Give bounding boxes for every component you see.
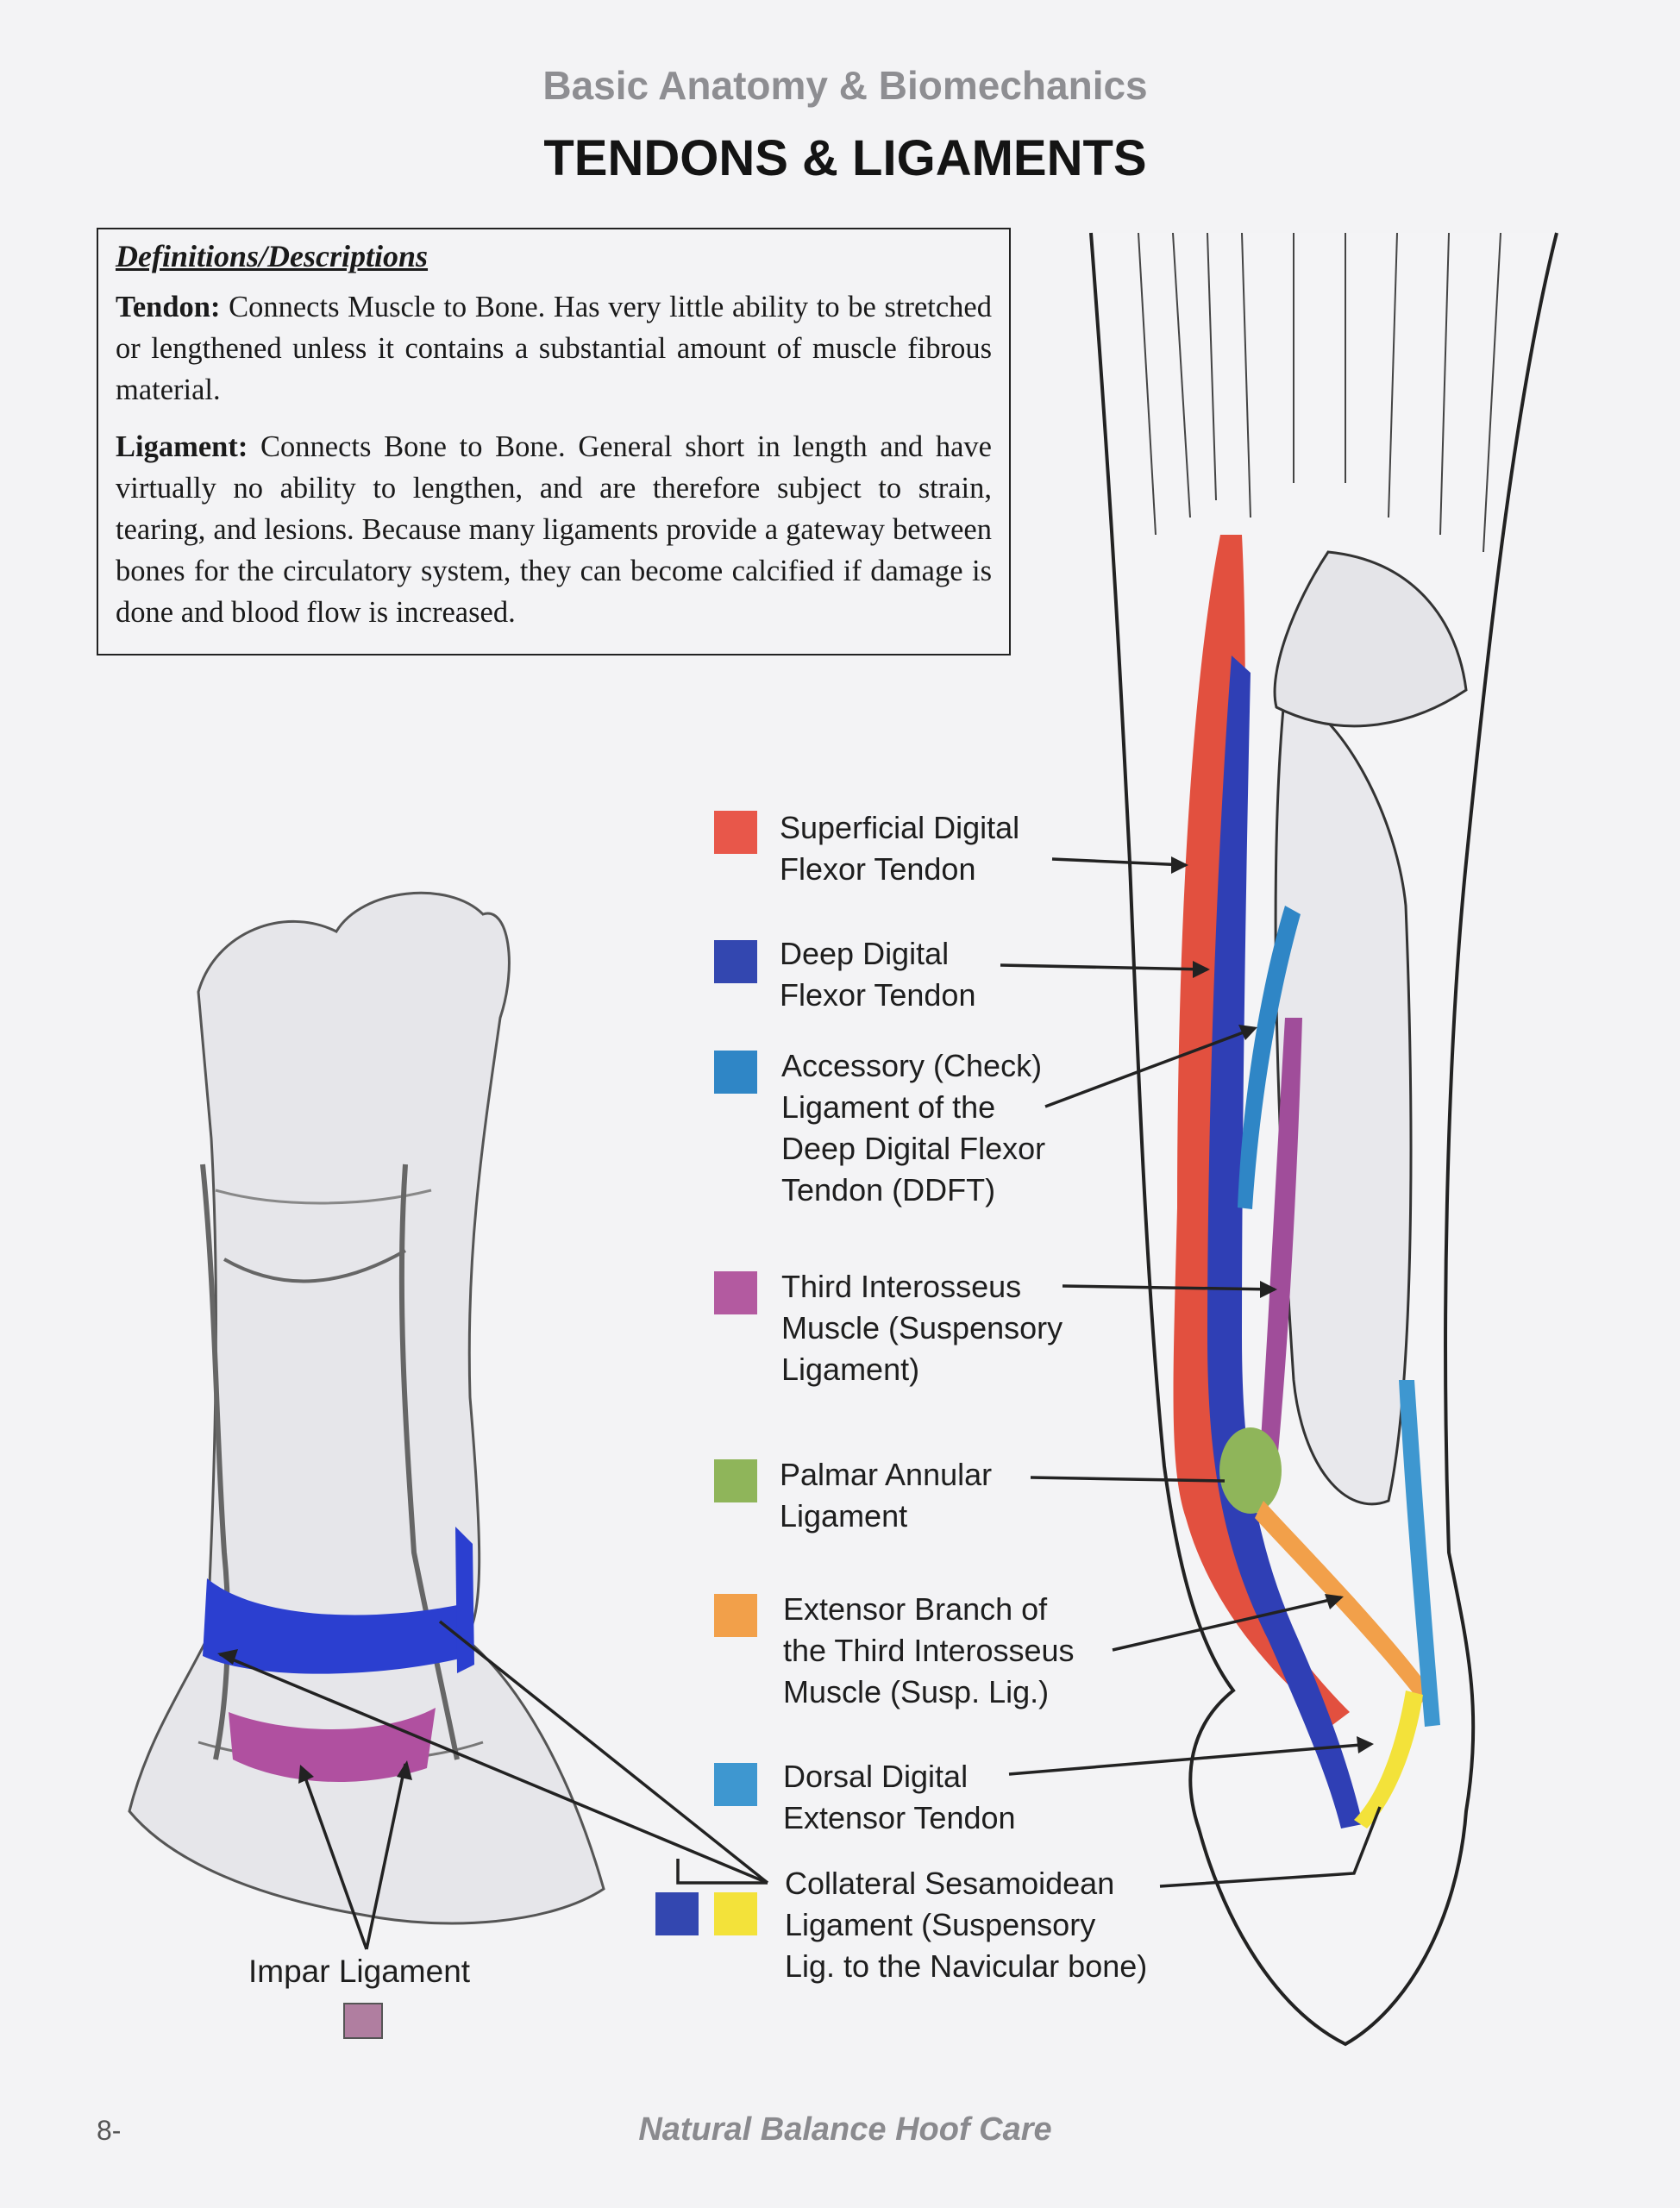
hoof-bone-illustration: [128, 891, 605, 1925]
legend-swatch-extensor-branch: [714, 1594, 757, 1637]
tendon-term: Tendon:: [116, 291, 221, 323]
legend-swatch-deep-flexor: [714, 940, 757, 983]
legend-label-suspensory: Third Interosseus Muscle (Suspensory Lig…: [781, 1269, 1063, 1387]
legend-label-superficial-flexor: Superficial Digital Flexor Tendon: [780, 810, 1020, 887]
legend-label-dorsal-extensor: Dorsal Digital Extensor Tendon: [783, 1759, 1016, 1835]
tendon-text: Connects Muscle to Bone. Has very little…: [116, 291, 992, 406]
page-title: TENDONS & LIGAMENTS: [543, 130, 1147, 186]
legend-label-palmar-annular: Palmar Annular Ligament: [780, 1457, 993, 1534]
leg-tendon-illustration: [1089, 232, 1558, 2047]
legend-swatch-check-ligament: [714, 1051, 757, 1094]
tendon-definition: Tendon: Connects Muscle to Bone. Has ver…: [116, 286, 992, 411]
legend-swatch-suspensory: [714, 1271, 757, 1314]
ligament-text: Connects Bone to Bone. General short in …: [116, 430, 992, 629]
definitions-heading: Definitions/Descriptions: [116, 239, 429, 273]
legend-swatch-palmar-annular: [714, 1459, 757, 1502]
legend-swatch-dorsal-extensor: [714, 1763, 757, 1806]
legend-swatch-collateral-yellow: [714, 1892, 757, 1935]
page-subtitle: Basic Anatomy & Biomechanics: [542, 63, 1148, 108]
legend-label-deep-flexor: Deep Digital Flexor Tendon: [780, 936, 976, 1013]
page-number: 8-: [97, 2115, 122, 2146]
legend-label-check-ligament: Accessory (Check) Ligament of the Deep D…: [781, 1048, 1046, 1208]
legend-swatch-collateral-blue: [655, 1892, 699, 1935]
legend-label-extensor-branch: Extensor Branch of the Third Interosseus…: [783, 1591, 1075, 1709]
footer-brand: Natural Balance Hoof Care: [638, 2111, 1052, 2148]
definitions-box: Definitions/Descriptions Tendon: Connect…: [97, 228, 1011, 656]
arrow-heads: [217, 856, 1374, 1784]
legend-label-collateral-sesamoidean: Collateral Sesamoidean Ligament (Suspens…: [785, 1866, 1148, 1984]
impar-swatch: [343, 2003, 383, 2039]
ligament-term: Ligament:: [116, 430, 248, 463]
legend-swatch-superficial-flexor: [714, 811, 757, 854]
pointer-arrows: [219, 857, 1382, 1950]
ligament-definition: Ligament: Connects Bone to Bone. General…: [116, 426, 992, 633]
impar-ligament-label: Impar Ligament: [248, 1954, 471, 1989]
